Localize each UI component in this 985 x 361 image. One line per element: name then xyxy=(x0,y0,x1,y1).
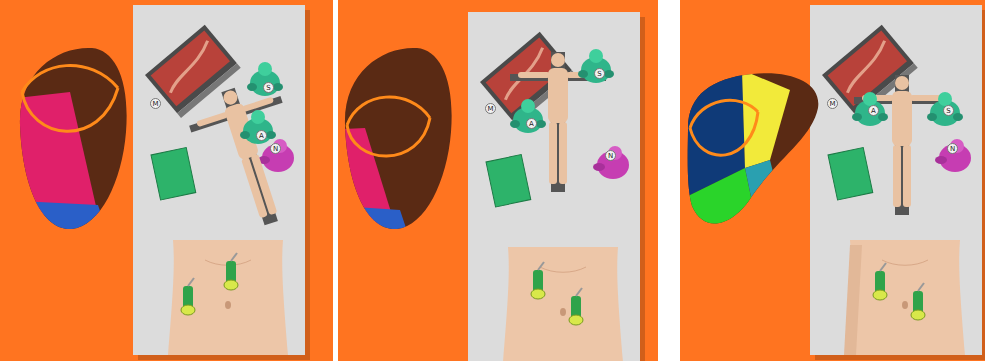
callout-letter: M xyxy=(827,98,838,109)
callout-letter: N xyxy=(605,150,616,161)
callout-letter: N xyxy=(947,143,958,154)
callout-letter: S xyxy=(943,105,954,116)
callout-letter: A xyxy=(868,105,879,116)
callout-letter: N xyxy=(270,143,281,154)
callout-letter: M xyxy=(485,103,496,114)
callout-letter: A xyxy=(526,118,537,129)
callout-letter: M xyxy=(150,98,161,109)
callout-letter: A xyxy=(256,130,267,141)
callout-letter: S xyxy=(263,82,274,93)
callout-letter: S xyxy=(594,68,605,79)
